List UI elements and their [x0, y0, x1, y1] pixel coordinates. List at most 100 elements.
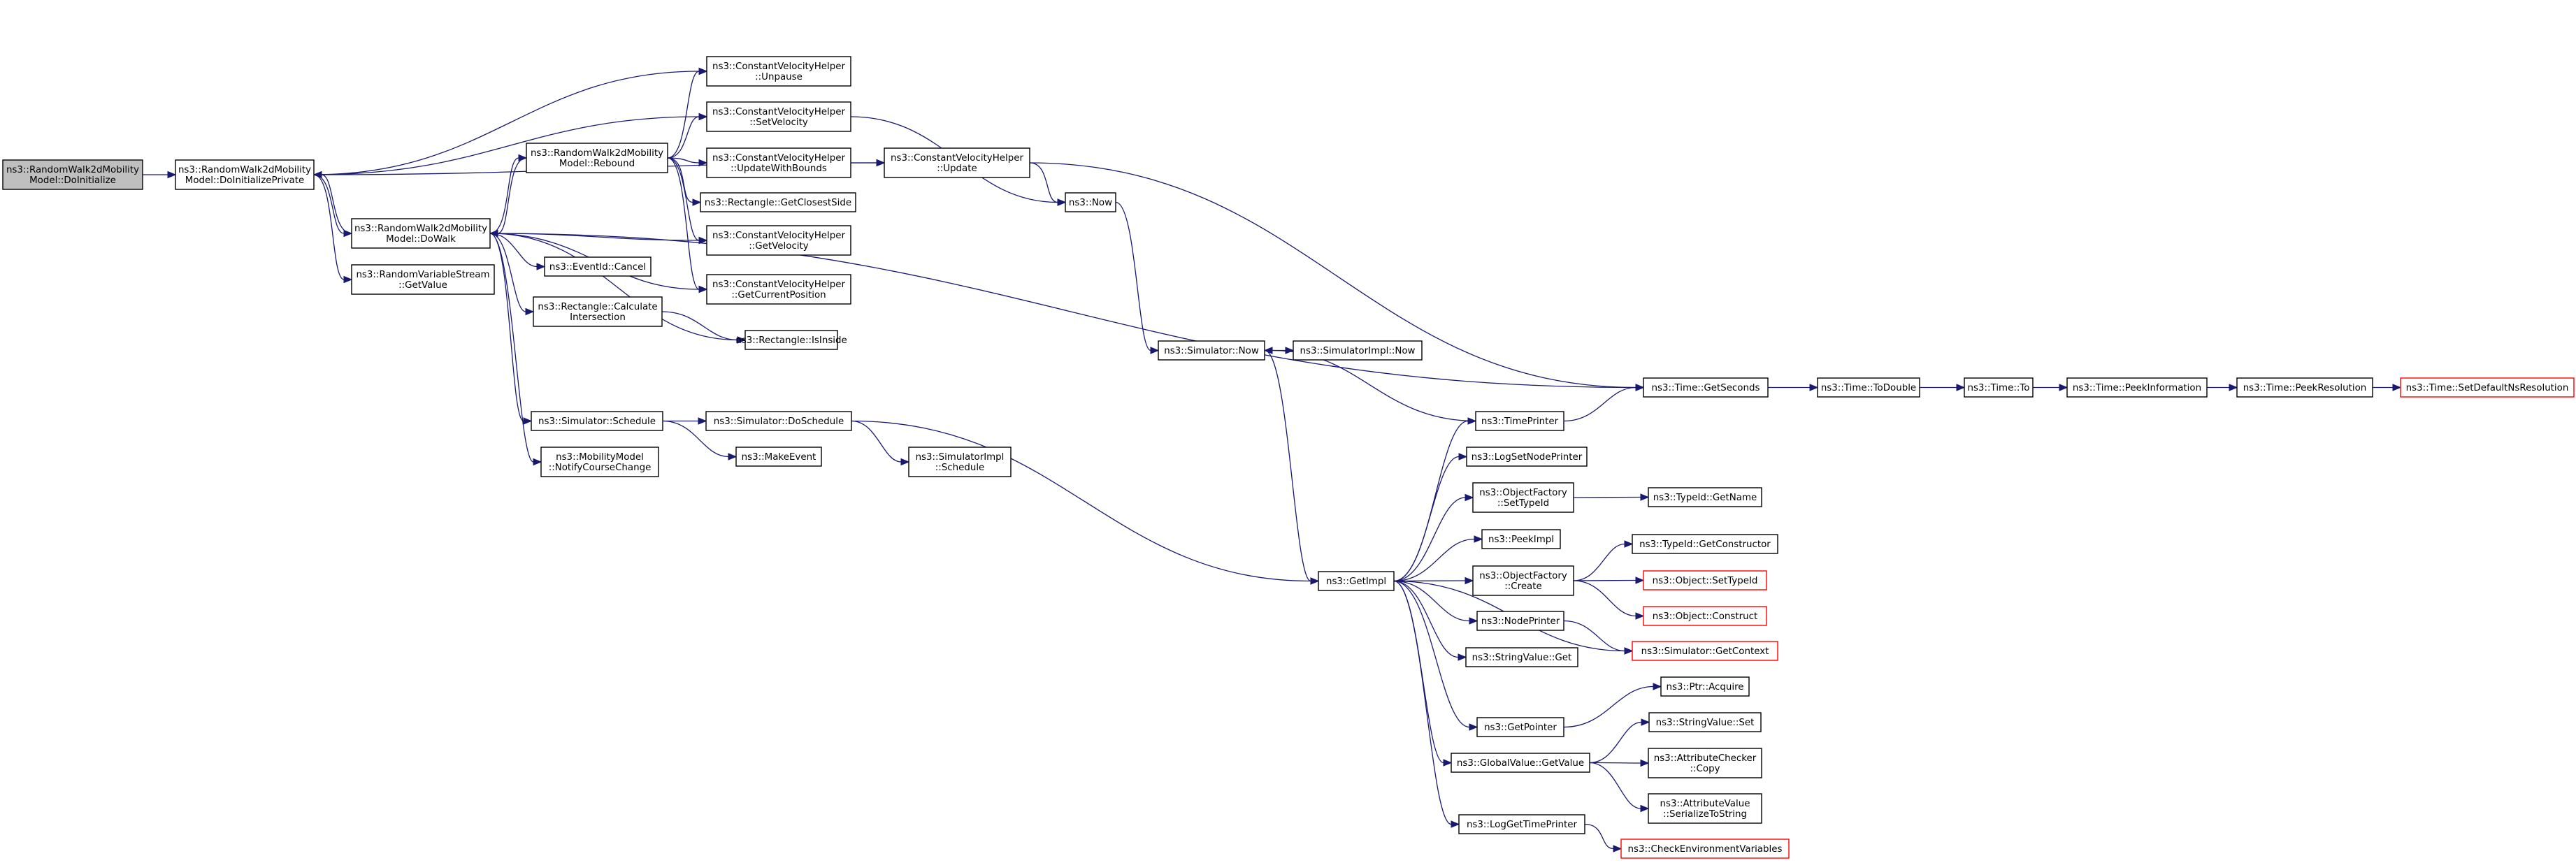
node-ns3-randomwalk2dmobility-model-doinitialize[interactable]: ns3::RandomWalk2dMobilityModel::DoInitia…	[2, 159, 143, 190]
node-ns3-ptr-acquire[interactable]: ns3::Ptr::Acquire	[1660, 676, 1750, 697]
node-ns3-simulator-now[interactable]: ns3::Simulator::Now	[1158, 340, 1265, 361]
node-box	[1643, 377, 1769, 398]
node-label: ::GetValue	[398, 280, 447, 291]
edge-n30-to-n44	[1393, 580, 1478, 731]
node-ns3-constantvelocityhelper-updatewithbounds[interactable]: ns3::ConstantVelocityHelper::UpdateWithB…	[706, 147, 851, 178]
node-ns3-constantvelocityhelper-update[interactable]: ns3::ConstantVelocityHelper::Update	[884, 147, 1030, 178]
node-ns3-getpointer[interactable]: ns3::GetPointer	[1476, 717, 1564, 737]
edge-n30-to-n33	[1393, 493, 1474, 582]
node-box	[1817, 377, 1920, 398]
node-box	[1643, 606, 1767, 626]
edge-line	[667, 157, 700, 164]
node-ns3-time-peekinformation[interactable]: ns3::Time::PeekInformation	[2066, 377, 2208, 398]
edge-line	[489, 233, 738, 341]
node-box	[1065, 192, 1116, 212]
edge-n33-to-n34	[1573, 493, 1650, 501]
edge-n5-to-n21	[1029, 162, 1067, 206]
node-box	[533, 296, 663, 327]
node-ns3-time-todouble[interactable]: ns3::Time::ToDouble	[1817, 377, 1920, 398]
node-label: ns3::SimulatorImpl	[916, 452, 1005, 463]
node-ns3-timeprinter[interactable]: ns3::TimePrinter	[1475, 411, 1564, 431]
node-ns3-time-to[interactable]: ns3::Time::To	[1964, 377, 2034, 398]
node-ns3-typeid-getconstructor[interactable]: ns3::TypeId::GetConstructor	[1632, 534, 1778, 554]
edge-line	[1573, 580, 1636, 617]
node-ns3-checkenvironmentvariables[interactable]: ns3::CheckEnvironmentVariables	[1620, 839, 1790, 859]
edge-n8-to-n11	[667, 157, 708, 245]
node-box	[735, 447, 822, 467]
edge-line	[1393, 580, 1444, 764]
node-box	[1158, 340, 1265, 361]
node-box	[1476, 611, 1564, 631]
node-label: ::NotifyCourseChange	[549, 463, 652, 473]
node-ns3-loggettimeprinter[interactable]: ns3::LogGetTimePrinter	[1458, 814, 1585, 834]
node-ns3-simulator-schedule[interactable]: ns3::Simulator::Schedule	[531, 411, 663, 431]
node-ns3-simulator-doschedule[interactable]: ns3::Simulator::DoSchedule	[705, 411, 852, 431]
node-ns3-logsetnodeprinter[interactable]: ns3::LogSetNodePrinter	[1466, 447, 1588, 467]
node-ns3-makeevent[interactable]: ns3::MakeEvent	[735, 447, 822, 467]
edge-line	[1393, 456, 1460, 582]
edge-arrowhead	[1057, 198, 1067, 206]
node-ns3-randomwalk2dmobility-model-doinitializeprivate[interactable]: ns3::RandomWalk2dMobilityModel::DoInitia…	[175, 159, 315, 190]
node-ns3-globalvalue-getvalue[interactable]: ns3::GlobalValue::GetValue	[1451, 753, 1590, 773]
node-box	[1475, 411, 1564, 431]
node-ns3-time-getseconds[interactable]: ns3::Time::GetSeconds	[1643, 377, 1769, 398]
node-ns3-objectfactory-create[interactable]: ns3::ObjectFactory::Create	[1472, 565, 1574, 596]
edge-n8-to-n3	[667, 67, 708, 159]
node-ns3-simulatorimpl-schedule[interactable]: ns3::SimulatorImpl::Schedule	[908, 447, 1012, 477]
edge-line	[667, 157, 700, 290]
node-ns3-attributevalue-serializetostring[interactable]: ns3::AttributeValue::SerializeToString	[1648, 793, 1762, 824]
node-ns3-constantvelocityhelper-unpause[interactable]: ns3::ConstantVelocityHelper::Unpause	[706, 56, 851, 87]
node-ns3-mobilitymodel-notifycoursechange[interactable]: ns3::MobilityModel::NotifyCourseChange	[540, 447, 659, 477]
node-ns3-now[interactable]: ns3::Now	[1065, 192, 1116, 212]
edge-arrowhead	[1624, 540, 1634, 548]
node-box	[531, 411, 663, 431]
edge-arrowhead	[2392, 384, 2402, 391]
node-ns3-constantvelocityhelper-getcurrentposition[interactable]: ns3::ConstantVelocityHelper::GetCurrentP…	[706, 274, 851, 305]
edge-arrowhead	[536, 263, 546, 270]
node-ns3-constantvelocityhelper-getvelocity[interactable]: ns3::ConstantVelocityHelper::GetVelocity	[706, 225, 851, 256]
node-ns3-simulatorimpl-now[interactable]: ns3::SimulatorImpl::Now	[1293, 340, 1423, 361]
node-ns3-time-peekresolution[interactable]: ns3::Time::PeekResolution	[2236, 377, 2373, 398]
edge-n44-to-n43	[1563, 683, 1662, 728]
edge-arrowhead	[1641, 718, 1650, 726]
node-ns3-stringvalue-set[interactable]: ns3::StringValue::Set	[1648, 712, 1762, 732]
node-label: ns3::TypeId::GetConstructor	[1639, 539, 1771, 550]
node-box	[1648, 748, 1762, 778]
node-label: ns3::PeekImpl	[1488, 535, 1554, 545]
edge-arrowhead	[698, 67, 708, 75]
node-ns3-time-setdefaultnsresolution[interactable]: ns3::Time::SetDefaultNsResolution	[2400, 377, 2575, 398]
node-ns3-objectfactory-settypeid[interactable]: ns3::ObjectFactory::SetTypeId	[1472, 482, 1574, 513]
node-ns3-object-settypeid[interactable]: ns3::Object::SetTypeId	[1643, 570, 1767, 590]
node-box	[744, 330, 838, 350]
node-label: ::SerializeToString	[1663, 809, 1747, 820]
edge-line	[1272, 349, 1476, 422]
node-ns3-getimpl[interactable]: ns3::GetImpl	[1318, 571, 1395, 591]
node-ns3-randomvariablestream-getvalue[interactable]: ns3::RandomVariableStream::GetValue	[351, 264, 495, 295]
edge-n6-to-n11	[489, 233, 708, 245]
node-box	[2, 159, 143, 190]
node-ns3-attributechecker-copy[interactable]: ns3::AttributeChecker::Copy	[1648, 748, 1762, 778]
node-ns3-nodeprinter[interactable]: ns3::NodePrinter	[1476, 611, 1564, 631]
node-label: ns3::ConstantVelocityHelper	[712, 280, 845, 290]
node-ns3-peekimpl[interactable]: ns3::PeekImpl	[1481, 529, 1561, 549]
node-ns3-rectangle-isinside[interactable]: ns3::Rectangle::IsInside	[735, 330, 847, 350]
node-ns3-object-construct[interactable]: ns3::Object::Construct	[1643, 606, 1767, 626]
edge-n9-to-n5	[851, 159, 886, 167]
node-label: Model::Rebound	[559, 159, 635, 169]
node-ns3-rectangle-getclosestside[interactable]: ns3::Rectangle::GetClosestSide	[700, 192, 856, 212]
edge-line	[1393, 497, 1466, 582]
node-ns3-eventid-cancel[interactable]: ns3::EventId::Cancel	[544, 256, 652, 277]
node-label: ns3::Time::PeekResolution	[2243, 383, 2367, 393]
node-box	[1458, 814, 1585, 834]
edge-layer	[142, 67, 2402, 853]
edge-line	[1563, 686, 1654, 728]
node-ns3-typeid-getname[interactable]: ns3::TypeId::GetName	[1648, 487, 1762, 507]
edge-arrowhead	[1635, 384, 1645, 391]
node-ns3-stringvalue-get[interactable]: ns3::StringValue::Get	[1465, 647, 1578, 667]
node-ns3-constantvelocityhelper-setvelocity[interactable]: ns3::ConstantVelocityHelper::SetVelocity	[706, 101, 851, 132]
node-ns3-simulator-getcontext[interactable]: ns3::Simulator::GetContext	[1632, 641, 1778, 661]
